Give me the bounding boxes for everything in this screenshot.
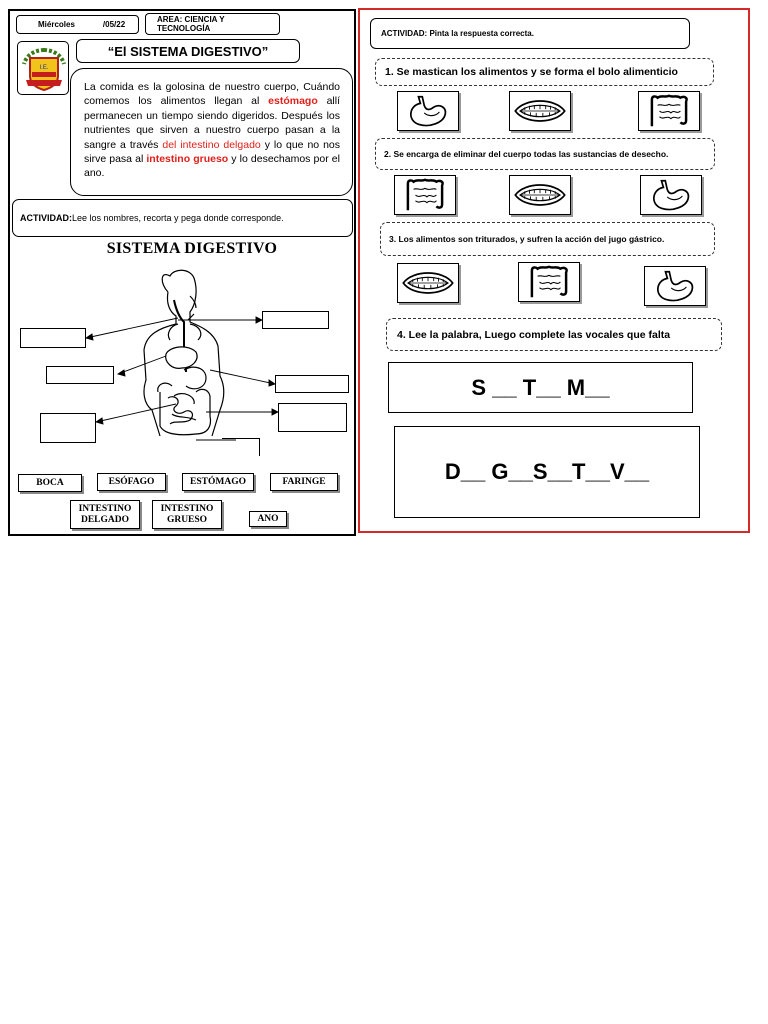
cutout-label-ano[interactable]: ANO <box>249 511 287 527</box>
mouth-icon <box>398 264 458 302</box>
q1-option-stomach[interactable] <box>397 91 459 131</box>
page-title: “El SISTEMA DIGESTIVO” <box>76 39 300 63</box>
date-box: Miércoles /05/22 <box>16 15 139 34</box>
intestine-icon <box>519 263 579 301</box>
question-2: 2. Se encarga de eliminar del cuerpo tod… <box>375 138 715 170</box>
question-4: 4. Lee la palabra, Luego complete las vo… <box>386 318 722 351</box>
mouth-icon <box>510 176 570 214</box>
question-1-text: 1. Se mastican los alimentos y se forma … <box>385 66 678 78</box>
page-title-text: “El SISTEMA DIGESTIVO” <box>107 43 269 59</box>
reading-box: La comida es la golosina de nuestro cuer… <box>70 68 353 196</box>
label-blank-2[interactable] <box>262 311 329 329</box>
digestive-system-diagram <box>84 269 280 441</box>
date-label: /05/22 <box>102 20 126 29</box>
word-puzzle-digestivo[interactable]: D__ G__S__T__V__ <box>394 426 700 518</box>
q3-option-stomach[interactable] <box>644 266 706 306</box>
word-puzzle-estomago[interactable]: S __ T__ M__ <box>388 362 693 413</box>
question-4-text: 4. Lee la palabra, Luego complete las vo… <box>397 328 671 341</box>
question-2-text: 2. Se encarga de eliminar del cuerpo tod… <box>384 149 669 159</box>
word-puzzle-2-text: D__ G__S__T__V__ <box>444 459 650 484</box>
q3-option-intestine[interactable] <box>518 262 580 302</box>
reading-text-4: y lo desechamos por el ano. <box>84 153 340 180</box>
label-blank-3[interactable] <box>46 366 114 384</box>
diagram-title: SISTEMA DIGESTIVO <box>106 240 278 257</box>
reading-highlight-intestino-grueso: intestino grueso <box>146 153 229 166</box>
school-logo: I.E. <box>22 48 66 92</box>
svg-text:I.E.: I.E. <box>39 65 48 71</box>
word-puzzle-1-text: S __ T__ M__ <box>471 374 610 400</box>
day-label: Miércoles <box>38 20 75 29</box>
reading-highlight-intestino-delgado: del intestino delgado <box>162 138 261 151</box>
cutout-label-faringe[interactable]: FARINGE <box>270 473 338 491</box>
question-1: 1. Se mastican los alimentos y se forma … <box>375 58 714 86</box>
activity-label: ACTIVIDAD: <box>20 213 72 223</box>
school-logo-frame: I.E. <box>17 41 69 95</box>
activity-instruction-right: ACTIVIDAD: Pinta la respuesta correcta. <box>370 18 690 49</box>
q1-option-intestine[interactable] <box>638 91 700 131</box>
cutout-label-esofago[interactable]: ESÓFAGO <box>97 473 166 491</box>
q3-option-mouth[interactable] <box>397 263 459 303</box>
q2-option-mouth[interactable] <box>509 175 571 215</box>
reading-text-2: allí permanecen un tiempo siendo digerid… <box>84 95 341 151</box>
cutout-label-intestino-delgado[interactable]: INTESTINO DELGADO <box>70 500 140 529</box>
area-box: AREA: CIENCIA Y TECNOLOGÍA <box>145 13 280 35</box>
mouth-icon <box>510 92 570 130</box>
stomach-icon <box>645 267 705 305</box>
question-3: 3. Los alimentos son triturados, y sufre… <box>380 222 715 256</box>
activity-right-text: ACTIVIDAD: Pinta la respuesta correcta. <box>381 29 534 38</box>
stomach-icon <box>398 92 458 130</box>
stomach-icon <box>641 176 701 214</box>
label-blank-1[interactable] <box>20 328 86 348</box>
reading-text-1: La comida es la golosina de nuestro cuer… <box>84 81 340 108</box>
reading-highlight-estomago: estómago <box>268 95 318 108</box>
activity-text: Lee los nombres, recorta y pega donde co… <box>72 213 284 223</box>
label-blank-4[interactable] <box>275 375 349 393</box>
reading-text-3: y lo que no nos sirve pasa al <box>84 138 341 166</box>
area-label: AREA: CIENCIA Y TECNOLOGÍA <box>157 15 225 33</box>
cutout-label-estomago[interactable]: ESTÓMAGO <box>182 473 254 491</box>
label-blank-7[interactable] <box>222 438 260 456</box>
right-worksheet-panel <box>358 8 750 533</box>
q2-option-intestine[interactable] <box>394 175 456 215</box>
label-blank-5[interactable] <box>40 413 96 443</box>
cutout-label-intestino-grueso[interactable]: INTESTINO GRUESO <box>152 500 222 529</box>
left-worksheet-panel <box>8 9 356 536</box>
question-3-text: 3. Los alimentos son triturados, y sufre… <box>389 234 665 244</box>
intestine-icon <box>639 92 699 130</box>
q2-option-stomach[interactable] <box>640 175 702 215</box>
cutout-label-boca[interactable]: BOCA <box>18 474 82 492</box>
reading-paragraph: La comida es la golosina de nuestro cuer… <box>84 80 340 181</box>
label-blank-6[interactable] <box>278 403 347 432</box>
q1-option-mouth[interactable] <box>509 91 571 131</box>
intestine-icon <box>395 176 455 214</box>
activity-instruction-left: ACTIVIDAD: Lee los nombres, recorta y pe… <box>12 199 353 237</box>
